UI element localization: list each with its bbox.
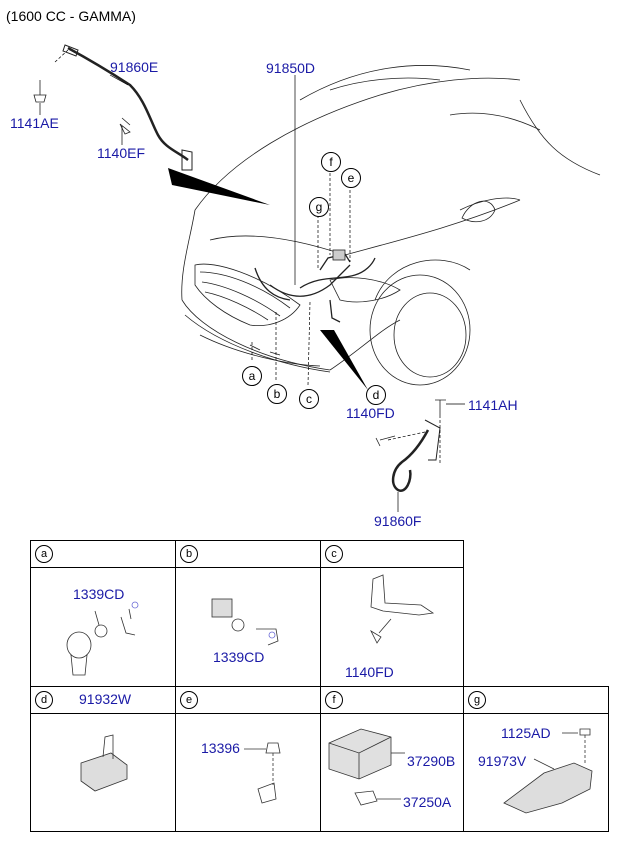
part-illustration-c <box>370 574 435 644</box>
part-illustration-d <box>80 734 128 792</box>
cell-a-label-1339CD[interactable]: 1339CD <box>73 586 125 602</box>
cell-key-e: e <box>180 691 198 709</box>
detail-cell-g: g 1125AD 91973V <box>463 686 609 832</box>
callout-d[interactable]: d <box>366 385 386 405</box>
cell-key-c: c <box>325 545 343 563</box>
detail-cell-c: c 1140FD <box>320 540 464 687</box>
callout-g[interactable]: g <box>309 197 329 217</box>
cell-f-label-37250A[interactable]: 37250A <box>403 794 452 810</box>
part-label-1140EF[interactable]: 1140EF <box>97 145 145 161</box>
part-label-91850D[interactable]: 91850D <box>266 60 316 76</box>
callout-a[interactable]: a <box>242 366 262 386</box>
cell-key-d: d <box>35 691 53 709</box>
part-label-1141AH[interactable]: 1141AH <box>468 397 518 413</box>
detail-cell-f: f 37290B 37250A <box>320 686 464 832</box>
part-illustration-e <box>244 742 281 804</box>
callout-f[interactable]: f <box>321 152 341 172</box>
diagram-title: (1600 CC - GAMMA) <box>6 8 136 24</box>
cell-d-label-91932W[interactable]: 91932W <box>79 691 132 707</box>
part-label-1141AE[interactable]: 1141AE <box>10 115 59 131</box>
cell-c-label-1140FD[interactable]: 1140FD <box>345 664 394 680</box>
detail-cell-a: a 1339CD <box>30 540 176 687</box>
part-illustration-a <box>66 601 139 676</box>
detail-cell-d: d 91932W <box>30 686 176 832</box>
vehicle-illustration <box>33 44 601 512</box>
cell-g-label-91973V[interactable]: 91973V <box>478 753 527 769</box>
part-label-91860E[interactable]: 91860E <box>110 59 159 75</box>
callout-b[interactable]: b <box>267 384 287 404</box>
cell-key-g: g <box>468 691 486 709</box>
part-label-91860F[interactable]: 91860F <box>374 513 422 529</box>
part-illustration-b <box>211 598 279 646</box>
detail-cell-b: b 1339CD <box>175 540 321 687</box>
callout-c[interactable]: c <box>299 389 319 409</box>
cell-e-label-13396[interactable]: 13396 <box>201 740 240 756</box>
cell-key-a: a <box>35 545 53 563</box>
callout-e[interactable]: e <box>341 168 361 188</box>
cell-b-label-1339CD[interactable]: 1339CD <box>213 649 265 665</box>
cell-key-f: f <box>325 691 343 709</box>
part-illustration-g <box>503 728 593 814</box>
cell-f-label-37290B[interactable]: 37290B <box>407 753 456 769</box>
cell-g-label-1125AD[interactable]: 1125AD <box>501 725 551 741</box>
part-illustration-f <box>328 728 405 806</box>
part-label-1140FD[interactable]: 1140FD <box>346 405 395 421</box>
cell-key-b: b <box>180 545 198 563</box>
detail-cell-e: e 13396 <box>175 686 321 832</box>
